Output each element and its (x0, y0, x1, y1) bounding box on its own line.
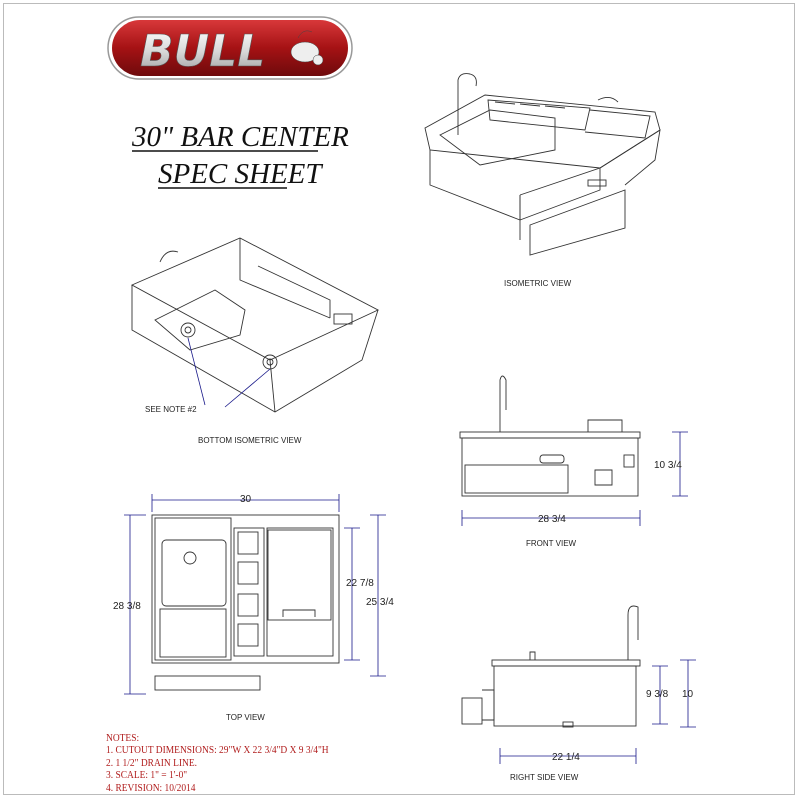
note-item: 4. REVISION: 10/2014 (106, 782, 196, 794)
title-line2: SPEC SHEET (158, 158, 323, 190)
dim-front-height: 10 3/4 (654, 460, 682, 471)
dim-top-depth-inner: 22 7/8 (346, 578, 374, 589)
isometric-view-label: ISOMETRIC VIEW (504, 279, 572, 288)
right-side-view-dimensions (499, 659, 696, 764)
see-note-label: SEE NOTE #2 (145, 405, 197, 414)
page-border (3, 3, 795, 795)
top-view-drawing (151, 514, 340, 691)
bottom-isometric-view-drawing (130, 237, 380, 413)
front-view-drawing (459, 375, 641, 497)
notes-block: NOTES: 1. CUTOUT DIMENSIONS: 29"W X 22 3… (106, 733, 329, 795)
dim-top-width: 30 (240, 494, 252, 505)
dim-front-width: 28 3/4 (538, 514, 566, 525)
note-item: 1. CUTOUT DIMENSIONS: 29"W X 22 3/4"D X … (106, 745, 329, 757)
dim-top-depth-body: 25 3/4 (366, 597, 394, 608)
bull-icon (290, 30, 324, 66)
note-item: 2. 1 1/2" DRAIN LINE. (106, 757, 197, 769)
dim-side-height-inner: 9 3/8 (646, 689, 669, 700)
dim-side-depth: 22 1/4 (552, 752, 580, 763)
title-line1: 30" BAR CENTER (131, 121, 349, 153)
dim-side-height: 10 (682, 689, 694, 700)
notes-heading: NOTES: (106, 733, 140, 744)
isometric-view-drawing (424, 73, 661, 256)
bull-logo: BULL (107, 16, 353, 80)
right-side-view-label: RIGHT SIDE VIEW (510, 773, 579, 782)
bottom-isometric-view-label: BOTTOM ISOMETRIC VIEW (198, 436, 302, 445)
right-side-view-drawing (461, 605, 641, 728)
logo-text: BULL (140, 26, 265, 77)
front-view-label: FRONT VIEW (526, 539, 577, 548)
front-view-dimensions (461, 431, 688, 526)
top-view-label: TOP VIEW (226, 713, 265, 722)
top-view-dimensions (124, 494, 386, 695)
note-item: 3. SCALE: 1" = 1'-0" (106, 770, 188, 782)
note-leader-lines (187, 337, 271, 408)
dim-top-depth-overall: 28 3/8 (113, 601, 141, 612)
